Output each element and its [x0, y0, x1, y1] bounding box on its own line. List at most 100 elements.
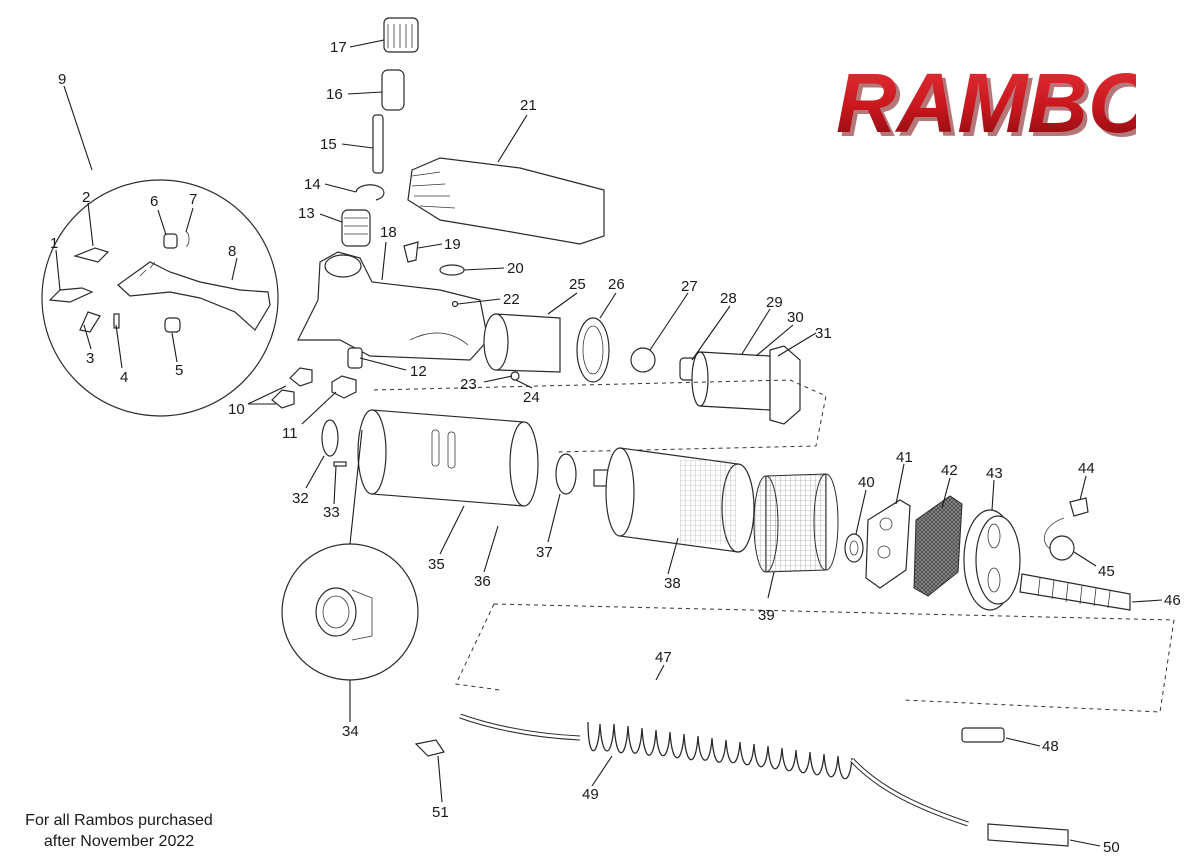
housing-18 [297, 251, 489, 361]
callout-17: 17 [330, 39, 347, 56]
oring-37 [555, 453, 577, 495]
callout-15: 15 [320, 136, 337, 153]
part-5 [164, 317, 181, 333]
callout-40: 40 [858, 474, 875, 491]
callout-24: 24 [523, 389, 540, 406]
mesh-filter-39 [753, 473, 839, 573]
part-20 [439, 264, 465, 276]
callout-22: 22 [503, 291, 520, 308]
purchase-note-line-1: For all Rambos purchased [25, 812, 213, 829]
oring-32 [321, 419, 339, 457]
purchase-note: For all Rambos purchased after November … [14, 810, 224, 852]
callout-20: 20 [507, 260, 524, 277]
ball-27 [630, 347, 656, 373]
leader-lines [55, 39, 1163, 847]
callout-13: 13 [298, 205, 315, 222]
clip-44 [1069, 497, 1089, 517]
callout-38: 38 [664, 575, 681, 592]
coiled-cable-49 [459, 713, 969, 827]
plug-50 [987, 823, 1069, 847]
callout-35: 35 [428, 556, 445, 573]
callout-3: 3 [86, 350, 94, 367]
rambo-logo: RAMBO RAMBO [836, 56, 1136, 142]
part-12 [347, 347, 363, 369]
callout-36: 36 [474, 573, 491, 590]
screw-33 [333, 461, 347, 467]
plate-41 [865, 499, 911, 589]
part-19 [403, 241, 419, 263]
part-22 [451, 300, 459, 308]
grip-21 [407, 157, 605, 245]
callout-21: 21 [520, 97, 537, 114]
callout-14: 14 [304, 176, 321, 193]
part-1 [48, 287, 94, 303]
callout-30: 30 [787, 309, 804, 326]
part-15 [372, 114, 384, 174]
callout-19: 19 [444, 236, 461, 253]
callout-29: 29 [766, 294, 783, 311]
callout-26: 26 [608, 276, 625, 293]
callout-5: 5 [175, 362, 183, 379]
callout-43: 43 [986, 465, 1003, 482]
part-45 [1049, 535, 1075, 561]
endcap-43 [963, 509, 1021, 611]
part-11 [331, 375, 357, 399]
part-14 [355, 184, 385, 201]
nut-40 [844, 533, 864, 563]
callout-48: 48 [1042, 738, 1059, 755]
part-13 [341, 209, 371, 247]
callout-9: 9 [58, 71, 66, 88]
cable-protector-46 [1019, 573, 1131, 611]
part-10 [271, 367, 313, 409]
clamp-51 [414, 739, 445, 757]
callout-34: 34 [342, 723, 359, 740]
callout-42: 42 [941, 462, 958, 479]
callout-44: 44 [1078, 460, 1095, 477]
callout-46: 46 [1164, 592, 1181, 609]
part-16 [381, 69, 405, 111]
callout-37: 37 [536, 544, 553, 561]
callout-39: 39 [758, 607, 775, 624]
callout-45: 45 [1098, 563, 1115, 580]
trigger-detail-circle [41, 179, 279, 417]
purchase-note-line-2: after November 2022 [43, 833, 195, 850]
lever-part-8 [117, 261, 271, 331]
callout-28: 28 [720, 290, 737, 307]
callout-numbers: 1 2 3 4 5 6 7 8 9 10 11 12 13 14 15 16 1… [50, 39, 1181, 856]
part-17 [383, 17, 419, 53]
callout-51: 51 [432, 804, 449, 821]
callout-47: 47 [655, 649, 672, 666]
logo-text: RAMBO [836, 56, 1136, 142]
callout-49: 49 [582, 786, 599, 803]
callout-18: 18 [380, 224, 397, 241]
flange-31 [769, 345, 801, 425]
motor-38 [593, 447, 755, 553]
plug-48 [961, 727, 1005, 743]
callout-25: 25 [569, 276, 586, 293]
callout-23: 23 [460, 376, 477, 393]
callout-8: 8 [228, 243, 236, 260]
callout-41: 41 [896, 449, 913, 466]
callout-1: 1 [50, 235, 58, 252]
callout-16: 16 [326, 86, 343, 103]
callout-10: 10 [228, 401, 245, 418]
motor-cover-35 [357, 409, 539, 507]
callout-4: 4 [120, 369, 128, 386]
ring-26 [576, 317, 610, 383]
callout-12: 12 [410, 363, 427, 380]
callout-11: 11 [282, 425, 298, 442]
logo-text-shadow: RAMBO [840, 60, 1136, 142]
part-7 [185, 231, 190, 247]
callout-27: 27 [681, 278, 698, 295]
callout-31: 31 [815, 325, 832, 342]
part-2 [73, 247, 110, 263]
part-23 [510, 371, 520, 381]
gasket-42 [913, 495, 963, 597]
callout-33: 33 [323, 504, 340, 521]
valve-stack [341, 17, 419, 247]
callout-7: 7 [189, 191, 197, 208]
part-6 [163, 233, 178, 249]
callout-50: 50 [1103, 839, 1120, 856]
callout-2: 2 [82, 189, 90, 206]
